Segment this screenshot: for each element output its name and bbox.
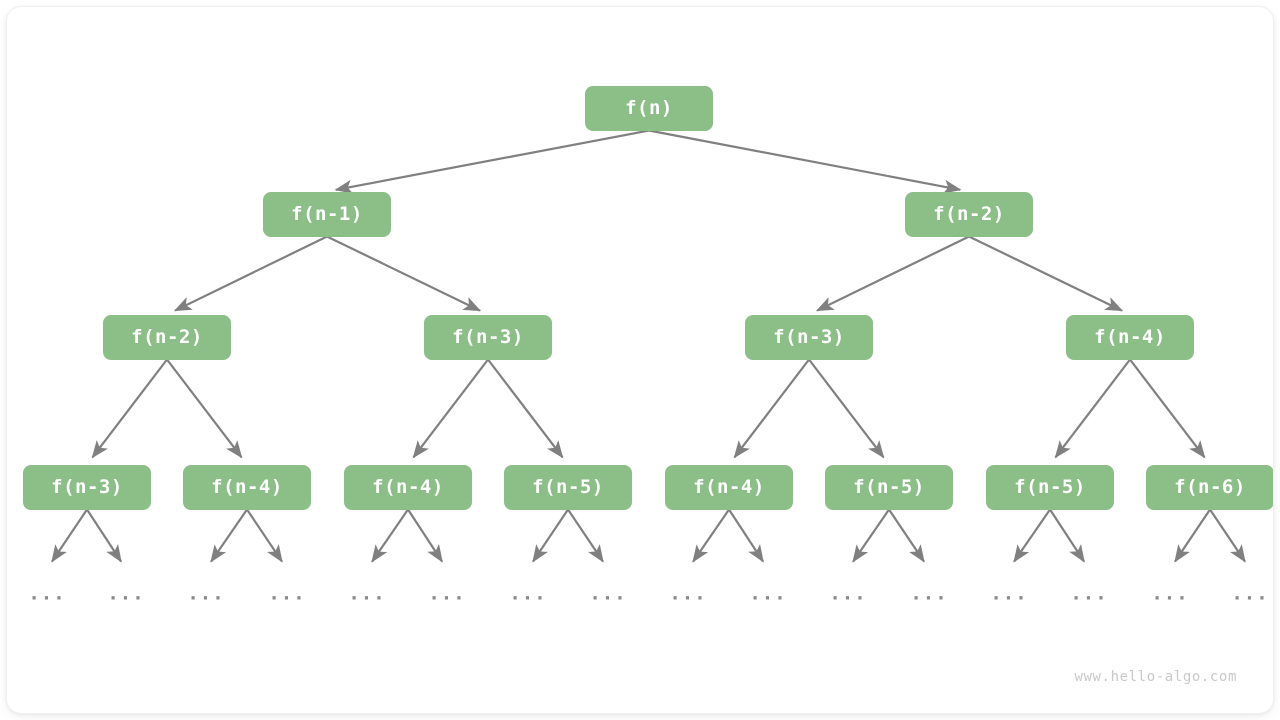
ellipsis-marker: ... (1070, 582, 1108, 605)
tree-leaf-edge-6 (532, 508, 569, 563)
ellipsis-marker: ... (428, 582, 466, 605)
tree-node-label: f(n-4) (211, 475, 283, 498)
tree-node-n13: f(n-5) (986, 464, 1114, 510)
tree-node-n0: f(n) (585, 85, 713, 131)
tree-node-label: f(n) (625, 96, 673, 119)
tree-leaf-edge-1 (86, 508, 122, 563)
tree-edge-n3-n8 (166, 358, 243, 459)
tree-node-n14: f(n-6) (1146, 464, 1273, 510)
tree-edge-n5-n12 (808, 358, 885, 459)
tree-leaf-edge-8 (692, 508, 730, 563)
tree-leaf-edge-4 (371, 508, 409, 563)
tree-node-label: f(n-6) (1174, 475, 1246, 498)
watermark: www.hello-algo.com (1074, 669, 1237, 685)
tree-node-n3: f(n-2) (103, 314, 231, 360)
ellipsis-marker: ... (749, 582, 787, 605)
tree-node-label: f(n-1) (291, 202, 363, 225)
tree-node-label: f(n-2) (933, 202, 1005, 225)
tree-node-n11: f(n-4) (665, 464, 793, 510)
tree-leaf-edge-11 (888, 508, 925, 563)
tree-edge-n2-n5 (815, 235, 970, 312)
ellipsis-marker: ... (187, 582, 225, 605)
ellipsis-marker: ... (1231, 582, 1269, 605)
ellipsis-marker: ... (910, 582, 948, 605)
tree-edge-n6-n14 (1129, 358, 1206, 459)
ellipsis-marker: ... (268, 582, 306, 605)
tree-edge-n6-n13 (1054, 358, 1131, 459)
tree-node-label: f(n-5) (853, 475, 925, 498)
tree-leaf-edge-3 (246, 508, 283, 563)
ellipsis-marker: ... (589, 582, 627, 605)
tree-leaf-edge-13 (1049, 508, 1085, 563)
tree-leaf-edge-15 (1209, 508, 1246, 563)
ellipsis-marker: ... (28, 582, 66, 605)
tree-leaf-edge-5 (407, 508, 443, 563)
tree-node-n4: f(n-3) (424, 314, 552, 360)
tree-leaf-edge-0 (51, 508, 88, 563)
tree-edge-n4-n10 (487, 358, 564, 459)
tree-node-label: f(n-3) (452, 325, 524, 348)
tree-leaf-edge-9 (728, 508, 764, 563)
tree-node-label: f(n-5) (1014, 475, 1086, 498)
tree-edge-n0-n1 (334, 129, 650, 194)
tree-node-n10: f(n-5) (504, 464, 632, 510)
tree-node-label: f(n-3) (51, 475, 123, 498)
tree-leaf-edge-7 (567, 508, 604, 563)
tree-node-label: f(n-2) (131, 325, 203, 348)
ellipsis-marker: ... (990, 582, 1028, 605)
tree-node-n7: f(n-3) (23, 464, 151, 510)
tree-node-n1: f(n-1) (263, 191, 391, 237)
ellipsis-marker: ... (348, 582, 386, 605)
tree-node-n8: f(n-4) (183, 464, 311, 510)
ellipsis-marker: ... (107, 582, 145, 605)
tree-edge-n1-n3 (173, 235, 328, 312)
diagram-card: f(n) f(n-1) f(n-2) f(n-2) f(n-3) f(n-3) f(n-4)… (7, 7, 1273, 713)
tree-leaf-edge-12 (1013, 508, 1051, 563)
tree-node-label: f(n-4) (693, 475, 765, 498)
ellipsis-marker: ... (1151, 582, 1189, 605)
tree-edge-n2-n6 (968, 235, 1124, 312)
ellipsis-marker: ... (829, 582, 867, 605)
tree-node-n9: f(n-4) (344, 464, 472, 510)
tree-node-n2: f(n-2) (905, 191, 1033, 237)
tree-node-label: f(n-5) (532, 475, 604, 498)
tree-edge-n0-n2 (648, 129, 962, 194)
ellipsis-marker: ... (669, 582, 707, 605)
tree-edge-n3-n7 (91, 358, 168, 459)
tree-node-label: f(n-4) (372, 475, 444, 498)
tree-node-n6: f(n-4) (1066, 314, 1194, 360)
tree-edge-n1-n4 (326, 235, 482, 312)
tree-node-n12: f(n-5) (825, 464, 953, 510)
tree-node-label: f(n-3) (773, 325, 845, 348)
tree-leaf-edge-14 (1174, 508, 1211, 563)
tree-leaf-edge-2 (210, 508, 248, 563)
tree-edge-n4-n9 (412, 358, 489, 459)
tree-edge-n5-n11 (733, 358, 810, 459)
tree-node-label: f(n-4) (1094, 325, 1166, 348)
tree-node-n5: f(n-3) (745, 314, 873, 360)
ellipsis-marker: ... (509, 582, 547, 605)
tree-leaf-edge-10 (852, 508, 890, 563)
